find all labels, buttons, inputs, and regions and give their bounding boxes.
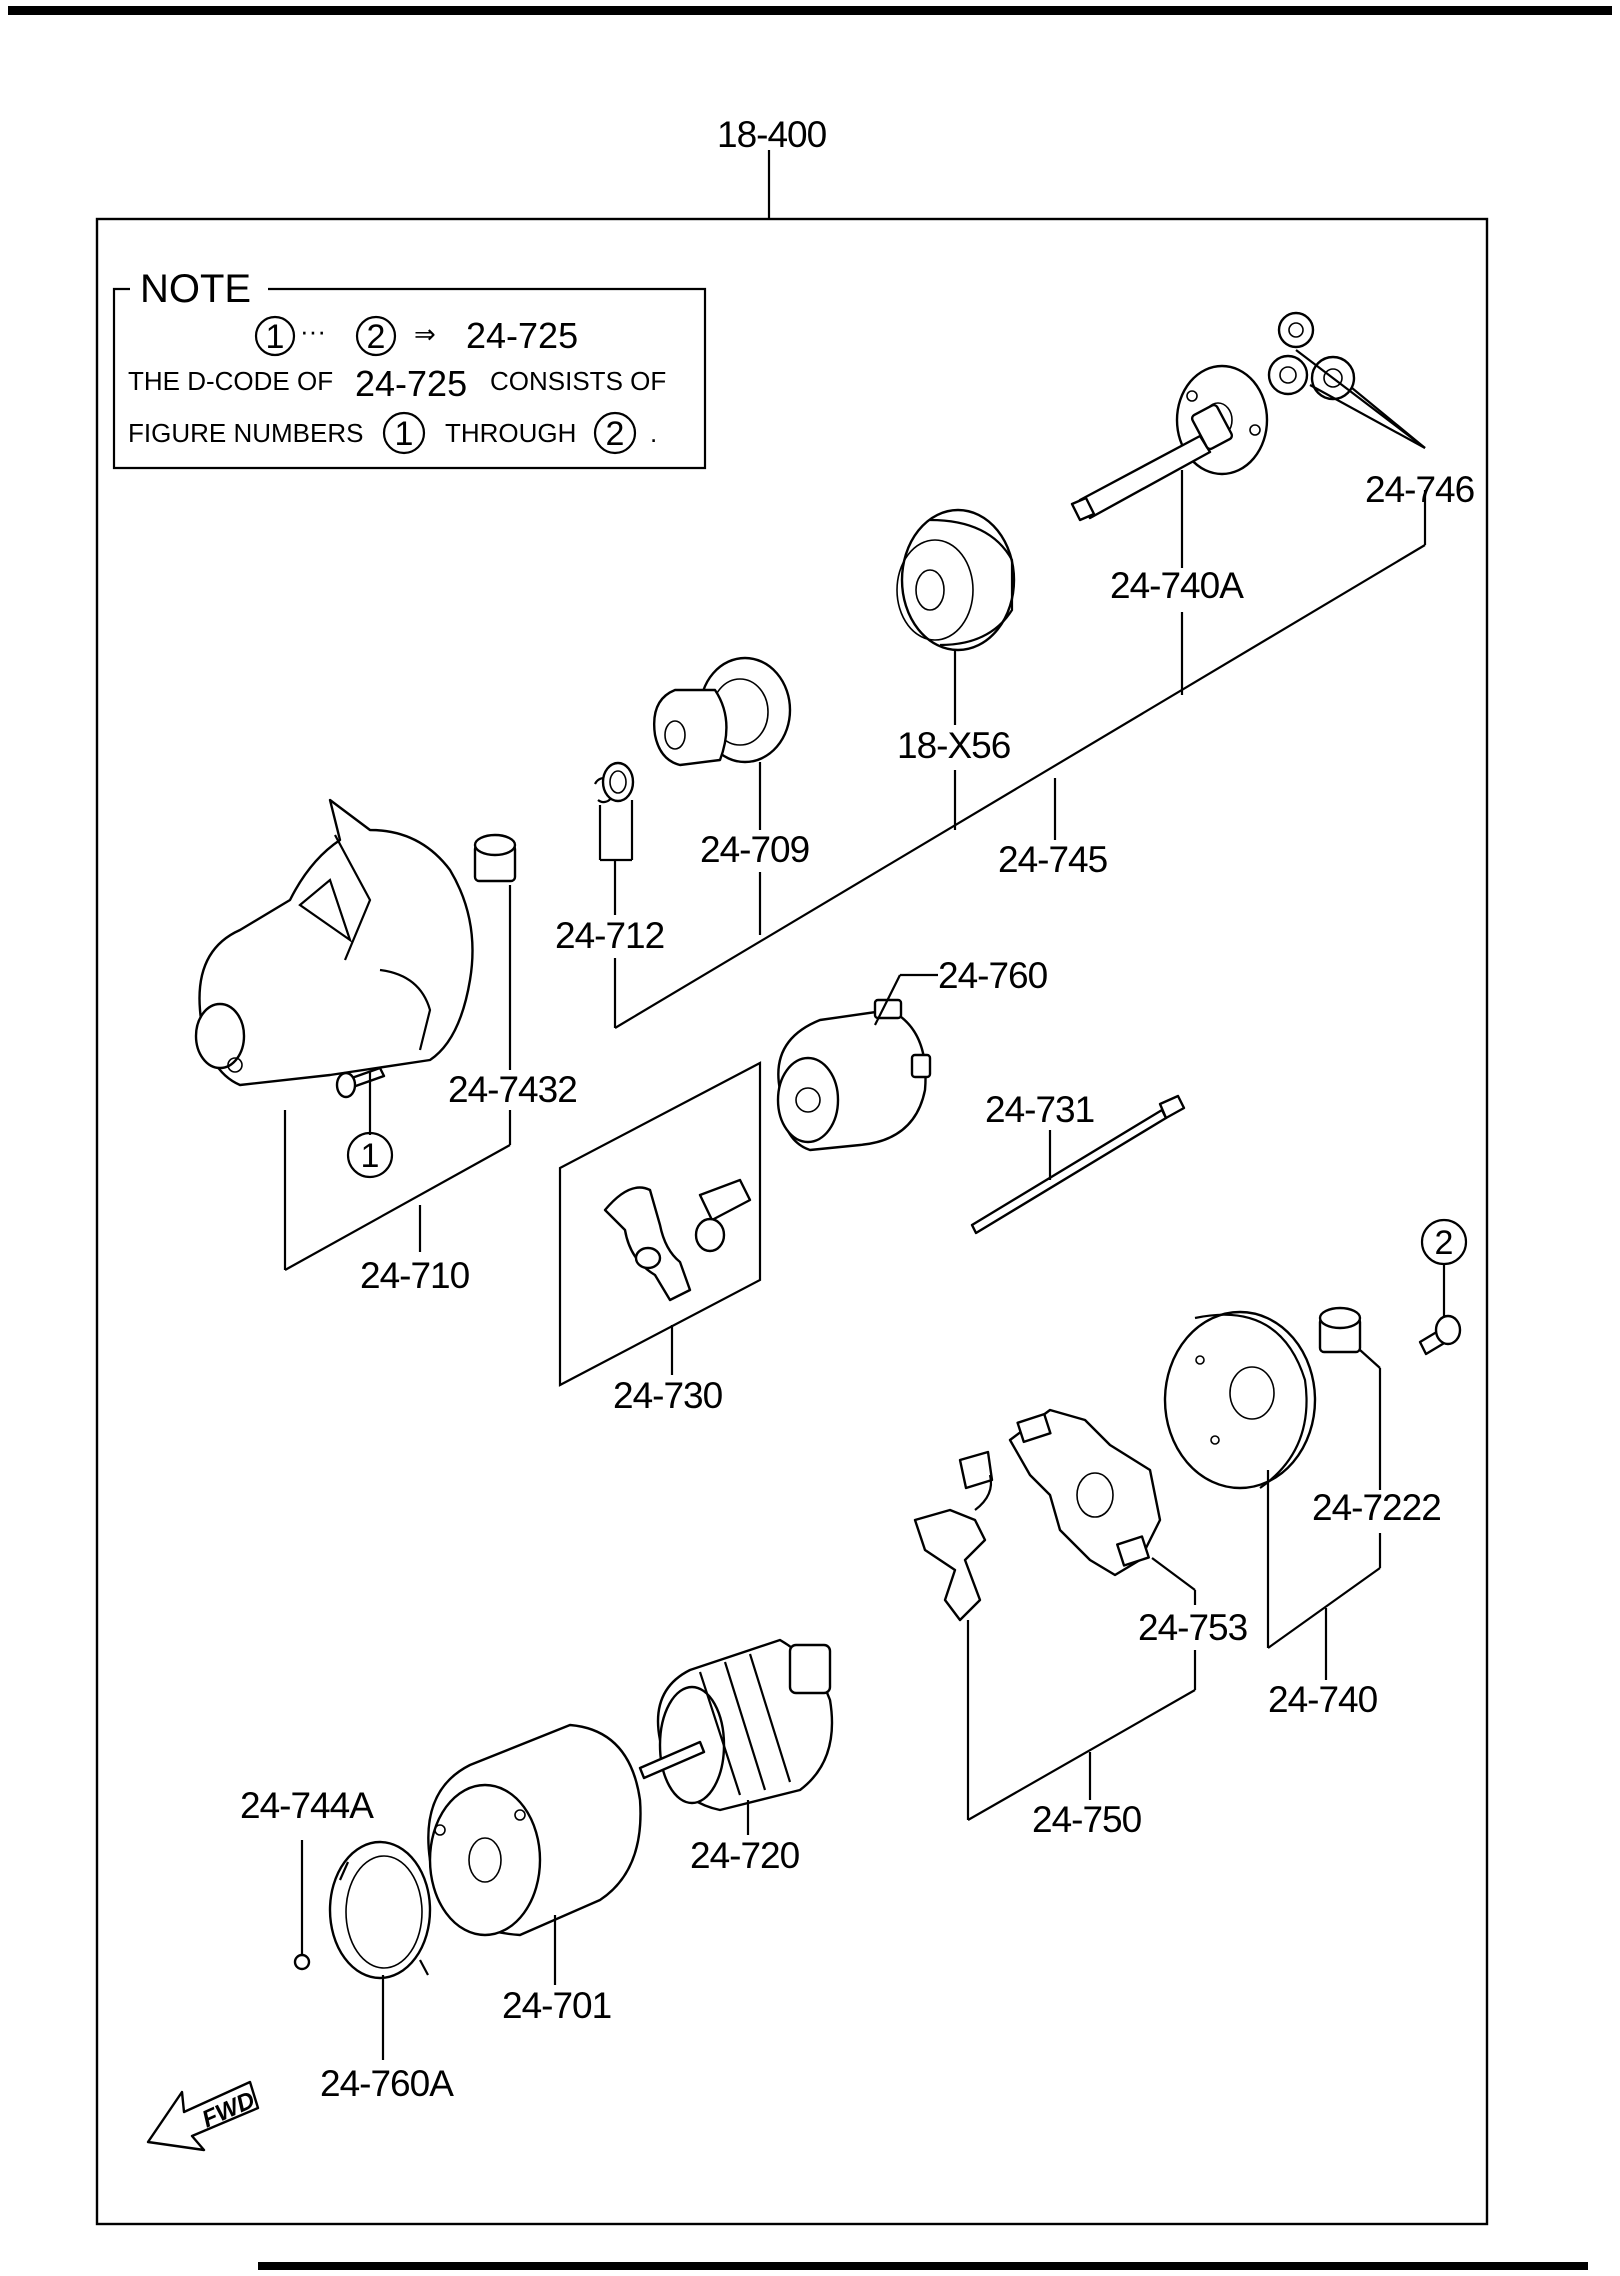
label-24-7432: 24-7432 (448, 1069, 577, 1110)
pinion-clutch (653, 656, 792, 767)
drive-lever (603, 1178, 752, 1302)
note-line2-code: 24-725 (355, 363, 467, 404)
rear-cover (1163, 1310, 1317, 1490)
label-24-740A: 24-740A (1110, 565, 1244, 606)
label-24-750: 24-750 (1032, 1799, 1142, 1840)
label-24-731: 24-731 (985, 1089, 1094, 1130)
label-24-746: 24-746 (1365, 469, 1474, 510)
label-24-745: 24-745 (998, 839, 1108, 880)
label-24-760A: 24-760A (320, 2063, 454, 2104)
note-line3-circle-1: 1 (395, 415, 414, 453)
small-pin (293, 1840, 311, 1971)
note-code: 24-725 (466, 315, 578, 356)
brush-holder (1008, 1408, 1162, 1577)
armature (638, 1638, 834, 1812)
label-18-X56: 18-X56 (897, 725, 1010, 766)
label-24-709: 24-709 (700, 829, 809, 870)
leader-lines (283, 349, 1427, 2060)
note-box: NOTE 1 ··· 2 ⇒ 24-725 THE D-CODE OF 24-7… (112, 267, 707, 470)
top-rule (8, 6, 1612, 15)
shaft-plate (1070, 364, 1269, 522)
label-24-730: 24-730 (613, 1375, 723, 1416)
bushing-front (473, 833, 517, 883)
outer-frame (95, 217, 1489, 2226)
fwd-arrow: FWD (146, 2080, 260, 2152)
label-24-760: 24-760 (938, 955, 1048, 996)
planet-gears (1267, 311, 1356, 401)
label-24-712: 24-712 (555, 915, 664, 956)
note-ellipsis: ··· (300, 316, 326, 346)
yoke (427, 1723, 642, 1937)
note-line3-end: . (650, 418, 657, 448)
callout-circle-2: 2 (1435, 1224, 1454, 1262)
note-line3-prefix: FIGURE NUMBERS (128, 418, 363, 448)
note-line3-circle-2: 2 (606, 415, 625, 453)
label-24-740: 24-740 (1268, 1679, 1378, 1720)
solenoid (776, 998, 932, 1152)
note-circle-2: 2 (367, 318, 386, 356)
label-18-400: 18-400 (717, 114, 827, 155)
bushing-rear (1318, 1306, 1362, 1354)
through-bolt (970, 1094, 1186, 1235)
note-line3-mid: THROUGH (445, 418, 576, 448)
front-housing (194, 798, 474, 1087)
label-24-753: 24-753 (1138, 1607, 1247, 1648)
note-line2-prefix: THE D-CODE OF (128, 366, 333, 396)
label-24-701: 24-701 (502, 1985, 611, 2026)
housing-bolt: 1 (335, 1066, 394, 1179)
internal-gear (896, 508, 1016, 652)
label-24-710: 24-710 (360, 1255, 470, 1296)
label-24-7222: 24-7222 (1312, 1487, 1441, 1528)
bottom-rule (258, 2262, 1588, 2270)
brush-leads (913, 1450, 994, 1622)
stop-ring (594, 761, 635, 804)
label-24-720: 24-720 (690, 1835, 800, 1876)
note-circle-1: 1 (266, 318, 285, 356)
note-line2-suffix: CONSISTS OF (490, 366, 666, 396)
callout-circle-1: 1 (361, 1137, 380, 1175)
note-arrow: ⇒ (414, 319, 436, 349)
rear-screw: 2 (1418, 1218, 1468, 1356)
label-24-744A: 24-744A (240, 1785, 374, 1826)
gasket-ring (328, 1840, 432, 1980)
note-title: NOTE (140, 267, 251, 311)
